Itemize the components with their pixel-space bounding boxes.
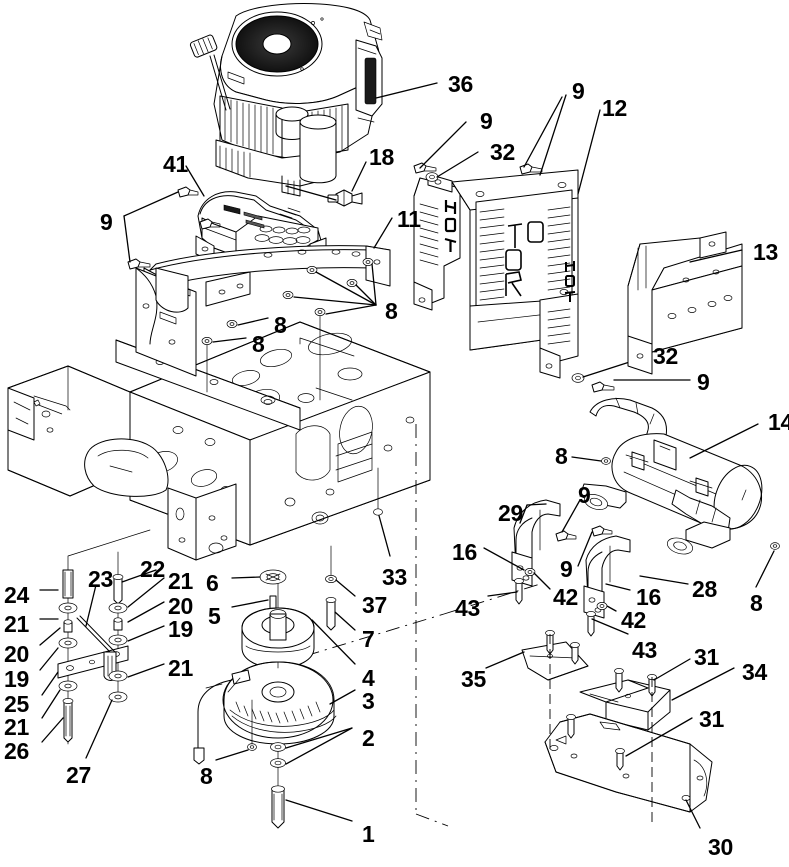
- fastener-8-group: [201, 258, 374, 401]
- part-1-bolt: [271, 785, 285, 829]
- callout-7: 7: [362, 626, 375, 652]
- fastener-37-washer: [325, 545, 337, 583]
- callout-21-c: 21: [168, 568, 193, 594]
- callout-8-b: 8: [274, 312, 287, 338]
- callout-13: 13: [753, 239, 778, 265]
- fastener-9-grille-right: [519, 163, 543, 175]
- callout-21-a: 21: [4, 611, 29, 637]
- fastener-43-bolt-left: [514, 578, 524, 605]
- callout-8-e: 8: [750, 590, 763, 616]
- fastener-9-bracket-right: [591, 525, 613, 537]
- callout-2: 2: [362, 725, 375, 751]
- fastener-31-pan-a: [566, 714, 576, 739]
- part-34-heat-shield: [579, 679, 671, 731]
- callout-42-b: 42: [621, 607, 646, 633]
- fastener-31-shield34-a: [614, 668, 624, 693]
- heat-shield-hot-panel: [413, 173, 461, 311]
- callout-8-c: 8: [252, 331, 265, 357]
- callout-21-d: 21: [168, 655, 193, 681]
- callout-14: 14: [768, 409, 789, 435]
- callout-8-d: 8: [555, 443, 568, 469]
- callout-31-a: 31: [694, 644, 719, 670]
- callout-31-b: 31: [699, 706, 724, 732]
- callout-37: 37: [362, 592, 387, 618]
- fastener-42-washer-left: [524, 568, 536, 576]
- callout-43-a: 43: [455, 595, 480, 621]
- fastener-2-washer-b: [270, 758, 286, 768]
- part-16-muffler-bracket-right: [583, 535, 631, 619]
- fastener-9-console-left: [177, 186, 199, 198]
- fastener-2-washer-a: [270, 742, 286, 752]
- callout-9-a: 9: [572, 78, 585, 104]
- callout-27: 27: [66, 762, 91, 788]
- callout-23: 23: [88, 566, 113, 592]
- callout-41: 41: [163, 151, 188, 177]
- callout-32-a: 32: [490, 139, 515, 165]
- callout-22: 22: [140, 556, 165, 582]
- callout-43-b: 43: [632, 637, 657, 663]
- callout-1: 1: [362, 821, 375, 847]
- fastener-9-grille-left: [413, 162, 437, 174]
- callout-12: 12: [602, 95, 627, 121]
- callout-28: 28: [692, 576, 717, 602]
- callout-8-f: 8: [200, 763, 213, 789]
- engine-assembly: [189, 3, 383, 197]
- callout-9-b: 9: [480, 108, 493, 134]
- fastener-42-washer-right: [596, 602, 608, 610]
- callout-36: 36: [448, 71, 473, 97]
- fastener-8-muffler-right: [770, 542, 780, 550]
- callout-9-e: 9: [578, 482, 591, 508]
- callout-25: 25: [4, 691, 29, 717]
- idler-arm-assembly: [57, 569, 129, 745]
- pto-clutch-assembly: [193, 569, 337, 787]
- callout-34: 34: [742, 659, 767, 685]
- callout-8-a: 8: [385, 298, 398, 324]
- callout-35: 35: [461, 666, 486, 692]
- callout-5: 5: [208, 603, 221, 629]
- fastener-32-washer-low: [571, 373, 585, 383]
- fastener-31-pan-b: [615, 748, 625, 771]
- part-13-front-bumper: [627, 231, 743, 375]
- callout-32-b: 32: [653, 343, 678, 369]
- part-12-grille: [451, 169, 579, 379]
- callout-30: 30: [708, 834, 733, 860]
- callout-19-a: 19: [4, 666, 29, 692]
- callout-26: 26: [4, 738, 29, 764]
- callout-6: 6: [206, 570, 219, 596]
- part-7-bolt: [325, 597, 337, 631]
- fastener-8-clutch: [247, 699, 257, 751]
- callout-9-f: 9: [560, 556, 573, 582]
- fastener-8-muffler-left: [601, 457, 611, 465]
- callout-16-a: 16: [452, 539, 477, 565]
- part-18-drain-valve: [327, 189, 363, 207]
- callout-3: 3: [362, 688, 375, 714]
- callout-33: 33: [382, 564, 407, 590]
- callout-20-b: 20: [168, 593, 193, 619]
- callout-19-b: 19: [168, 616, 193, 642]
- fastener-31-shield35-b: [570, 642, 580, 665]
- fastener-9-grille-low: [591, 381, 615, 393]
- fastener-9-console-mid: [199, 218, 221, 230]
- callout-24: 24: [4, 582, 29, 608]
- callout-21-b: 21: [4, 714, 29, 740]
- callout-9-c: 9: [100, 209, 113, 235]
- callout-42-a: 42: [553, 584, 578, 610]
- callout-4: 4: [362, 665, 375, 691]
- callout-18: 18: [369, 144, 394, 170]
- part-14-muffler: [579, 397, 763, 555]
- callout-20-a: 20: [4, 641, 29, 667]
- fastener-43-bolt-right: [586, 611, 596, 637]
- callout-9-d: 9: [697, 369, 710, 395]
- fastener-9-console-low: [127, 258, 151, 270]
- part-30-belly-pan: [544, 713, 713, 813]
- main-frame-chassis: [7, 267, 431, 561]
- callout-29: 29: [498, 500, 523, 526]
- fastener-9-bracket-left: [555, 530, 577, 542]
- fastener-32-washer-left: [425, 172, 439, 182]
- callout-11: 11: [397, 206, 421, 232]
- callout-16-b: 16: [636, 584, 661, 610]
